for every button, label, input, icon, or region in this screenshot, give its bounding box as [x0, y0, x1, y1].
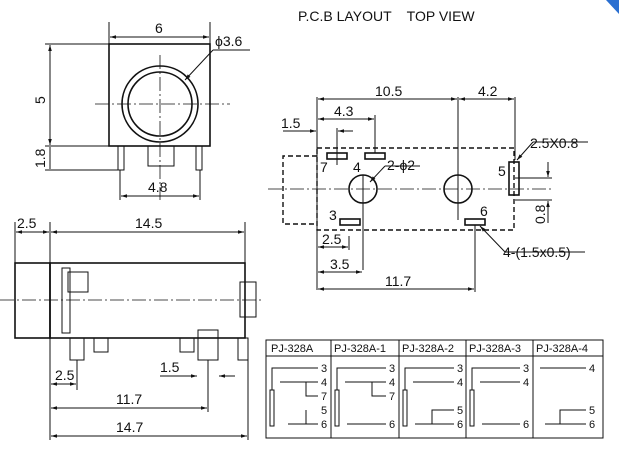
- pin-label: 3: [523, 363, 529, 375]
- dim-0-8: 0.8: [532, 204, 548, 224]
- pin-label: 4: [523, 377, 529, 389]
- dim-front: 2.5: [17, 215, 37, 231]
- pin-label: 6: [523, 419, 529, 431]
- dim-height: 5: [32, 96, 48, 104]
- dim-pin1: 2.5: [55, 367, 75, 383]
- side-view: [0, 222, 262, 440]
- pin-label: 6: [589, 419, 595, 431]
- pcb-layout: [268, 97, 588, 292]
- dim-1-5: 1.5: [281, 115, 301, 131]
- dim-pin-span: 4.8: [148, 179, 168, 195]
- pin-4-label: 4: [353, 159, 361, 175]
- pin-label: 4: [389, 377, 395, 389]
- front-view: [45, 22, 250, 200]
- dim-pin2: 1.5: [160, 359, 180, 375]
- pin-label: 3: [389, 363, 395, 375]
- holes-label: 2-ϕ2: [387, 157, 415, 173]
- dim-width: 6: [155, 20, 163, 36]
- dim-4-2: 4.2: [478, 83, 498, 99]
- pin-label: 3: [321, 363, 327, 375]
- pad5-size: 2.5X0.8: [530, 135, 578, 151]
- pin-label: 4: [589, 363, 595, 375]
- variant-header-1: PJ-328A-1: [334, 343, 386, 355]
- page-title: P.C.B LAYOUT TOP VIEW: [298, 8, 475, 24]
- dim-4-3: 4.3: [334, 103, 354, 119]
- pin-label: 6: [389, 419, 395, 431]
- dim-11-7: 11.7: [385, 273, 411, 289]
- pin-label: 6: [321, 419, 327, 431]
- variant-header-4: PJ-328A-4: [536, 343, 588, 355]
- variant-pin-labels: 3 4 7 5 6 3 4 7 6 3 4 5 6 3 4 6 4 5 6: [321, 363, 595, 431]
- dim-pin-height: 1.8: [32, 148, 48, 168]
- variants-table: [265, 339, 604, 439]
- pin-label: 7: [321, 391, 327, 403]
- variant-header-0: PJ-328A: [271, 343, 314, 355]
- variant-header-3: PJ-328A-3: [469, 343, 521, 355]
- pads-label: 4-(1.5x0.5): [503, 244, 571, 260]
- pin-label: 5: [589, 405, 595, 417]
- dim-pin-span-side: 11.7: [116, 391, 142, 407]
- dim-total: 14.7: [116, 419, 143, 435]
- pin-7-label: 7: [320, 159, 328, 175]
- dim-diameter: ϕ3.6: [215, 33, 243, 49]
- pin-label: 5: [457, 405, 463, 417]
- pin-3-label: 3: [329, 207, 337, 223]
- corner-accent: [606, 0, 619, 14]
- dim-3-5: 3.5: [330, 256, 350, 272]
- pin-label: 4: [457, 377, 463, 389]
- dim-10-5: 10.5: [375, 83, 402, 99]
- schematic-symbols: [269, 367, 586, 427]
- pin-label: 5: [321, 405, 327, 417]
- pin-5-label: 5: [498, 163, 506, 179]
- variant-header-2: PJ-328A-2: [402, 343, 454, 355]
- pin-label: 3: [457, 363, 463, 375]
- dim-2-5: 2.5: [322, 231, 342, 247]
- pin-label: 4: [321, 377, 327, 389]
- pin-6-label: 6: [480, 203, 488, 219]
- pin-label: 7: [389, 391, 395, 403]
- pin-label: 6: [457, 419, 463, 431]
- dim-body: 14.5: [135, 215, 162, 231]
